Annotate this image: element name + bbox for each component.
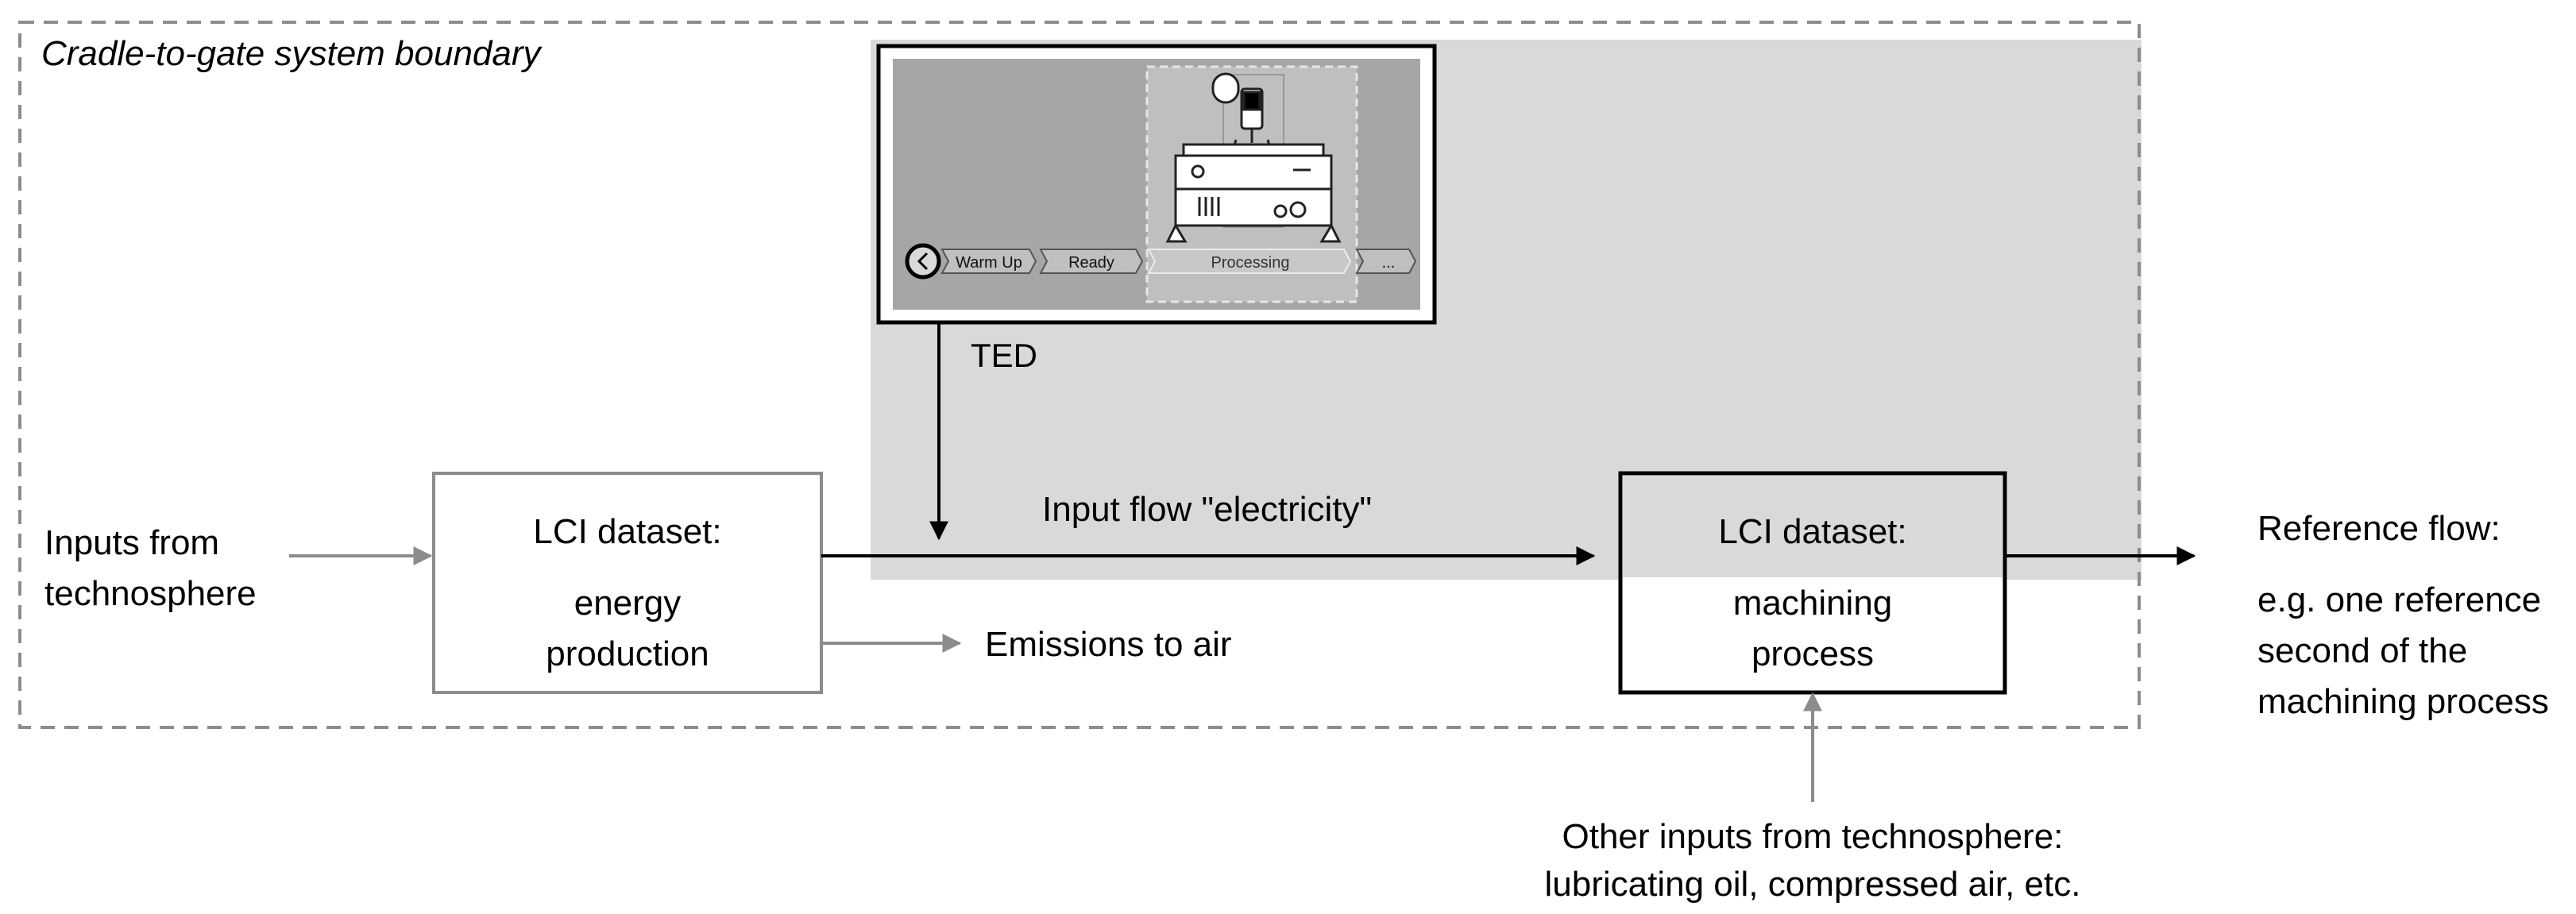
other-inputs-line2: lubricating oil, compressed air, etc. xyxy=(1545,865,2081,904)
reference-line2: e.g. one reference xyxy=(2257,580,2541,619)
energy-box-line1: energy xyxy=(574,584,682,623)
machining-box-line1: machining xyxy=(1733,584,1893,623)
ted-state-bar: Warm Up Ready Processing ... xyxy=(905,243,1417,280)
back-arrow-icon[interactable] xyxy=(905,243,941,280)
inputs-left-line1: Inputs from xyxy=(44,523,219,562)
reference-line1: Reference flow: xyxy=(2257,509,2501,548)
other-inputs-line1: Other inputs from technosphere: xyxy=(1562,817,2064,856)
machine-tool-icon xyxy=(1165,72,1342,243)
system-boundary xyxy=(18,21,2141,729)
reference-line3: second of the xyxy=(2257,631,2467,670)
boundary-label: Cradle-to-gate system boundary xyxy=(41,34,543,73)
machining-box-line2: process xyxy=(1751,634,1874,673)
ted-label: TED xyxy=(971,337,1037,374)
energy-box-line2: production xyxy=(546,634,709,673)
energy-box-title: LCI dataset: xyxy=(533,512,721,551)
reference-line4: machining process xyxy=(2257,682,2549,721)
state-ready[interactable] xyxy=(1039,249,1144,274)
state-more[interactable] xyxy=(1355,249,1417,274)
inputs-left-line2: technosphere xyxy=(44,574,257,613)
state-processing[interactable] xyxy=(1147,249,1352,274)
state-ready-label: Ready xyxy=(1068,254,1114,272)
state-warm-up-label: Warm Up xyxy=(956,254,1022,272)
ted-screen: Warm Up Ready Processing ... xyxy=(876,44,1437,325)
state-processing-label: Processing xyxy=(1211,254,1290,272)
energy-box xyxy=(432,472,823,694)
emissions-label: Emissions to air xyxy=(985,625,1232,664)
state-warm-up[interactable] xyxy=(940,249,1037,274)
machining-box-title: LCI dataset: xyxy=(1718,512,1906,551)
state-more-label: ... xyxy=(1382,254,1396,272)
electricity-flow-label: Input flow "electricity" xyxy=(1042,490,1372,529)
